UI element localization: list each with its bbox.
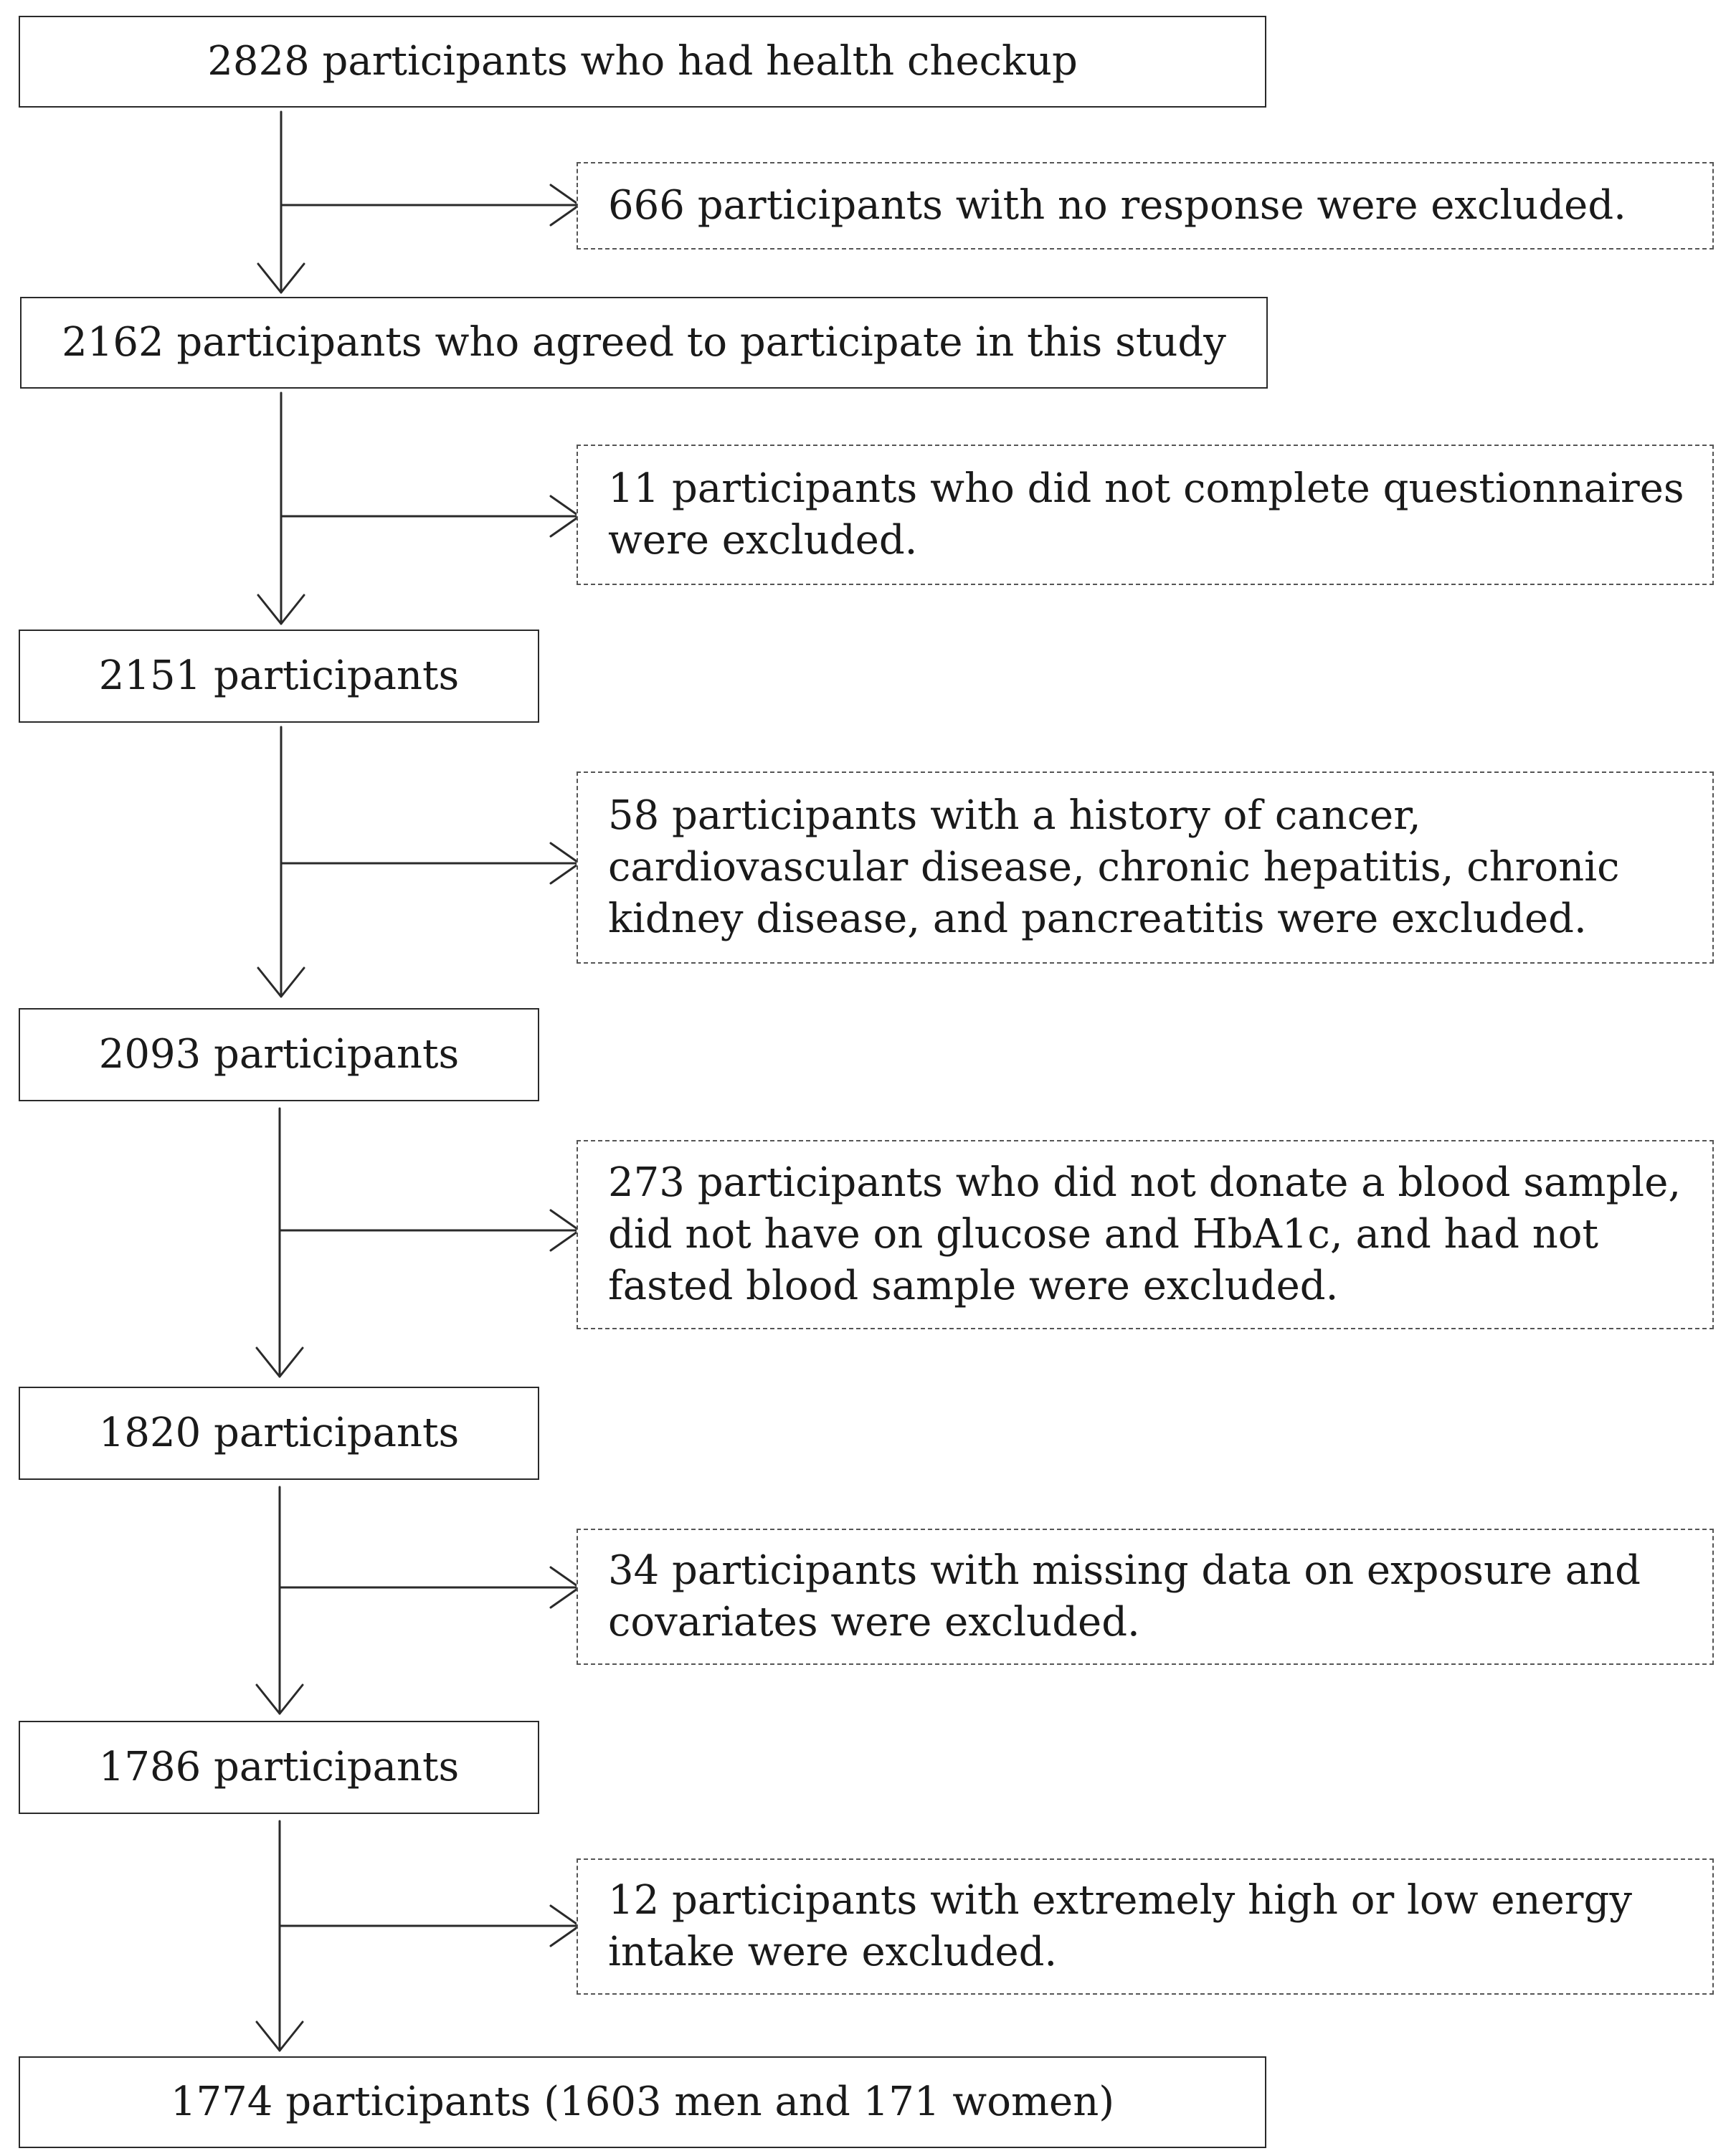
step-label-7: 1774 participants (1603 men and 171 wome…: [170, 2079, 1115, 2125]
step-box-6: 1786 participants: [19, 1721, 539, 1814]
arrowhead-down-4: [255, 1347, 304, 1378]
arrowhead-down-5: [255, 1684, 304, 1715]
arrowhead-down-2: [257, 594, 305, 625]
step-label-6: 1786 participants: [98, 1744, 460, 1790]
exclusion-box-2: 11 participants who did not complete que…: [577, 445, 1714, 585]
step-label-5: 1820 participants: [98, 1410, 460, 1456]
step-box-1: 2828 participants who had health checkup: [19, 16, 1266, 108]
exclusion-label-3: 58 participants with a history of cancer…: [608, 792, 1620, 942]
exclusion-box-6: 12 participants with extremely high or l…: [577, 1858, 1714, 1995]
arrowhead-down-6: [255, 2020, 304, 2052]
step-box-3: 2151 participants: [19, 630, 539, 723]
exclusion-label-5: 34 participants with missing data on exp…: [608, 1547, 1641, 1646]
step-label-4: 2093 participants: [98, 1031, 460, 1078]
step-box-4: 2093 participants: [19, 1008, 539, 1101]
step-box-7: 1774 participants (1603 men and 171 wome…: [19, 2056, 1266, 2148]
exclusion-label-4: 273 participants who did not donate a bl…: [608, 1159, 1682, 1309]
step-box-5: 1820 participants: [19, 1387, 539, 1480]
exclusion-label-2: 11 participants who did not complete que…: [608, 465, 1684, 564]
exclusion-box-5: 34 participants with missing data on exp…: [577, 1529, 1714, 1665]
step-label-3: 2151 participants: [98, 652, 460, 699]
arrowhead-down-1: [257, 262, 305, 294]
exclusion-box-3: 58 participants with a history of cancer…: [577, 771, 1714, 964]
exclusion-box-1: 666 participants with no response were e…: [577, 162, 1714, 250]
arrowhead-down-3: [257, 967, 305, 998]
step-label-2: 2162 participants who agreed to particip…: [62, 319, 1226, 366]
exclusion-label-6: 12 participants with extremely high or l…: [608, 1877, 1632, 1975]
step-box-2: 2162 participants who agreed to particip…: [20, 297, 1268, 389]
step-label-1: 2828 participants who had health checkup: [207, 38, 1078, 85]
exclusion-label-1: 666 participants with no response were e…: [608, 182, 1626, 229]
exclusion-box-4: 273 participants who did not donate a bl…: [577, 1140, 1714, 1329]
